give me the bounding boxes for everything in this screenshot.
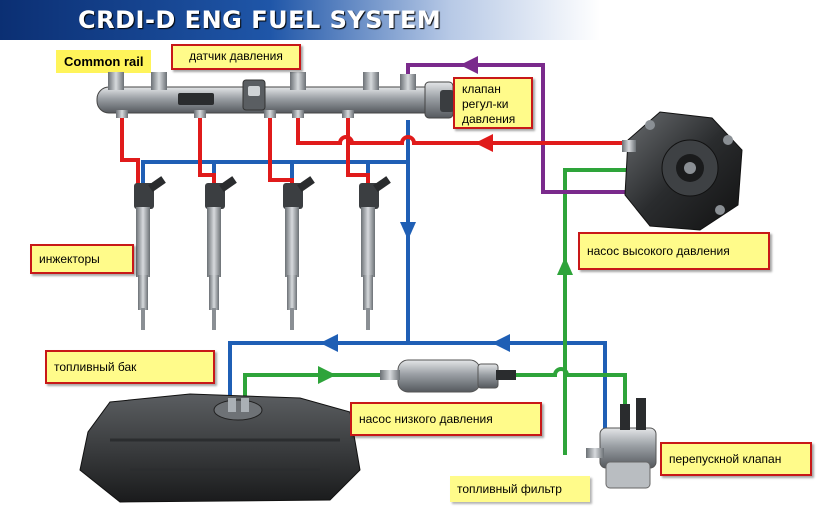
- arrow-return-left-2: [492, 334, 510, 352]
- label-high-pressure-pump: насос высокого давления: [578, 232, 770, 270]
- hp-line-injector-4: [346, 112, 370, 195]
- label-pressure-sensor: датчик давления: [171, 44, 301, 70]
- arrow-supply-up: [557, 257, 573, 275]
- arrow-control: [460, 56, 478, 74]
- hp-line-pump: [296, 112, 630, 145]
- injector: [205, 176, 237, 330]
- return-line-tank: [228, 341, 607, 440]
- label-pressure-regulator-line-3: давления: [462, 112, 516, 126]
- label-fuel-tank: топливный бак: [45, 350, 215, 384]
- hp-line-injector-3: [268, 112, 294, 195]
- fuel-tank: [79, 393, 361, 503]
- hp-line-injector-2: [198, 112, 216, 195]
- diagram-title: CRDI-D ENG FUEL SYSTEM: [78, 6, 442, 34]
- arrow-supply-right: [318, 366, 336, 384]
- label-pressure-regulator-line-2: регул-ки: [462, 97, 509, 111]
- label-bypass-valve: перепускной клапан: [660, 442, 812, 476]
- arrow-return-left-1: [320, 334, 338, 352]
- label-pressure-regulator: клапан регул-ки давления: [453, 77, 533, 129]
- high-pressure-pump: [622, 111, 743, 231]
- label-injectors: инжекторы: [30, 244, 134, 274]
- label-pressure-regulator-line-1: клапан: [462, 82, 501, 96]
- hp-line-injector-1: [120, 112, 140, 195]
- injector: [359, 176, 391, 330]
- arrow-high-pressure: [475, 134, 493, 152]
- label-low-pressure-pump: насос низкого давления: [350, 402, 542, 436]
- subtitle-tag: Common rail: [56, 50, 152, 73]
- label-fuel-filter: топливный фильтр: [450, 476, 590, 502]
- injector: [283, 176, 315, 330]
- return-line-injectors: [141, 160, 408, 185]
- fuel-filter: [586, 398, 657, 489]
- common-rail: [96, 72, 454, 119]
- low-pressure-pump: [380, 359, 516, 393]
- injector: [134, 176, 166, 330]
- supply-line-pump: [563, 168, 630, 455]
- high-pressure-lines: [120, 112, 630, 195]
- arrow-return-down: [400, 222, 416, 240]
- title-banner: CRDI-D ENG FUEL SYSTEM: [0, 0, 600, 40]
